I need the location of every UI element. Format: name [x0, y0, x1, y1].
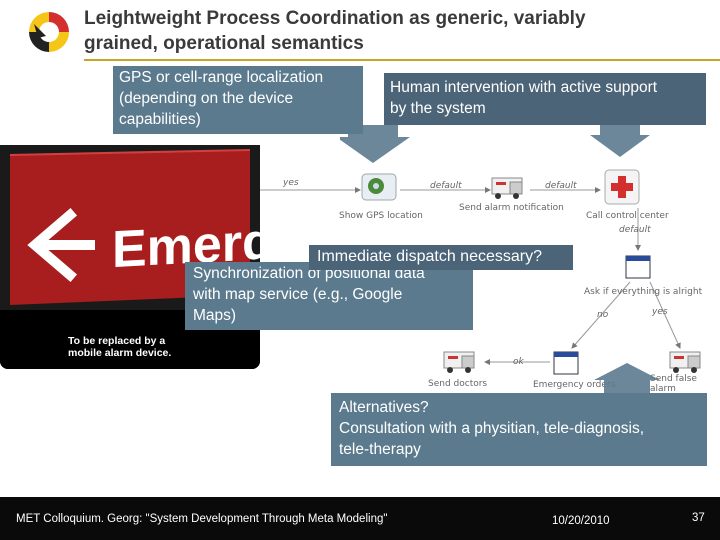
node-label-send-doctors: Send doctors [428, 379, 488, 389]
edge-label-ok: ok [513, 357, 524, 367]
callout-line: Alternatives? [339, 399, 429, 416]
window-icon [553, 351, 579, 375]
title-divider [84, 59, 720, 61]
edge-ask-yes [649, 281, 681, 349]
callout-immediate-dispatch: Immediate dispatch necessary? [309, 245, 573, 270]
ambulance-icon [491, 177, 523, 199]
gps-node [361, 173, 397, 201]
edge-ask-no [571, 281, 631, 349]
callout-line: tele-therapy [339, 441, 421, 458]
photo-caption: To be replaced by a mobile alarm device. [68, 335, 248, 359]
node-label-ask-alright: Ask if everything is alright [584, 287, 703, 297]
ambulance-icon [669, 351, 701, 373]
edge-label-no: no [597, 310, 609, 320]
up-arrow [594, 363, 660, 393]
callout-line: Consultation with a physitian, tele-diag… [339, 420, 645, 437]
slide-title: Leightweight Process Coordination as gen… [84, 6, 714, 56]
callout-alternatives: Alternatives? Consultation with a physit… [331, 393, 707, 466]
edge-label-default: default [430, 181, 462, 191]
caption-line-2: mobile alarm device. [68, 347, 172, 359]
footer-text: MET Colloquium. Georg: "System Developme… [16, 513, 388, 525]
node-label-show-gps: Show GPS location [339, 211, 423, 221]
node-label-send-alarm: Send alarm notification [459, 203, 564, 213]
callout-arrows [340, 125, 660, 393]
callout-human-intervention: Human intervention with active support b… [384, 73, 706, 125]
down-arrow [340, 125, 410, 163]
callout-line: Maps) [193, 307, 237, 324]
edge-label-default: default [545, 181, 577, 191]
edge-label-yes: yes [283, 178, 299, 188]
footer-date: 10/20/2010 [552, 515, 610, 527]
callout-sync: Synchronization of positional data with … [185, 262, 473, 330]
callout-line: capabilities) [119, 111, 201, 128]
callout-line: with map service (e.g., Google [193, 286, 403, 303]
footer-bar [0, 497, 720, 540]
page-number: 37 [692, 512, 705, 524]
ambulance-icon [443, 351, 475, 373]
edge-label-yes: yes [652, 307, 668, 317]
edge-label-default: default [619, 225, 651, 235]
caption-line-1: To be replaced by a [68, 335, 166, 347]
node-label-emergency-orders: Emergency orders [533, 380, 616, 390]
title-line-2: grained, operational semantics [84, 33, 364, 54]
institute-logo [29, 12, 69, 52]
down-arrow [590, 125, 650, 157]
callout-line: GPS or cell-range localization [119, 69, 324, 86]
first-aid-icon [604, 169, 640, 205]
process-diagram [260, 169, 701, 375]
callout-gps: GPS or cell-range localization (dependin… [113, 66, 363, 134]
window-icon [625, 255, 651, 279]
callout-line: by the system [390, 100, 486, 117]
node-label-call-control: Call control center [586, 211, 669, 221]
callout-line: (depending on the device [119, 90, 294, 107]
callout-line: Human intervention with active support [390, 79, 658, 96]
title-line-1: Leightweight Process Coordination as gen… [84, 8, 586, 29]
